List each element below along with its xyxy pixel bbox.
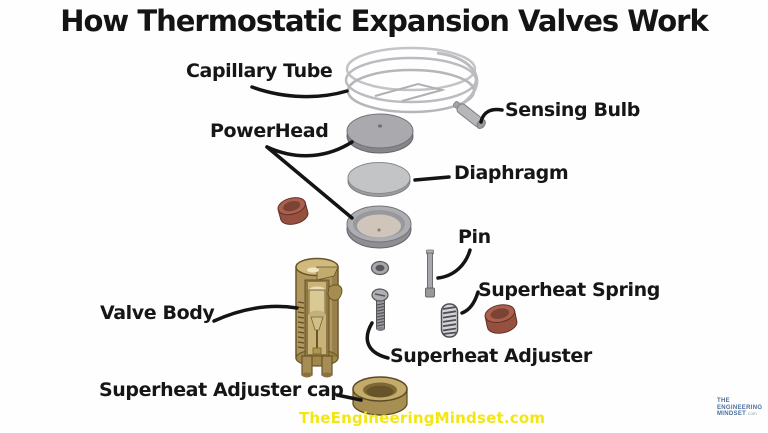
leader-capillary-tube bbox=[250, 85, 349, 99]
spindle-nut-drawing bbox=[370, 260, 390, 276]
watermark-text: TheEngineeringMindset.com bbox=[299, 409, 546, 427]
leader-adjuster-cap bbox=[335, 393, 363, 402]
leader-powerhead-top bbox=[265, 140, 354, 158]
leader-superheat-spring bbox=[460, 290, 480, 315]
label-sensing-bulb: Sensing Bulb bbox=[505, 99, 640, 121]
label-valve-body: Valve Body bbox=[100, 302, 215, 324]
leader-powerhead-bottom bbox=[265, 145, 354, 220]
brand-logo-suffix: .com bbox=[746, 411, 758, 416]
superheat-spring-drawing bbox=[440, 303, 459, 338]
label-superheat-adjuster-cap: Superheat Adjuster cap bbox=[99, 379, 344, 401]
capillary-tube-coil-drawing bbox=[344, 46, 479, 114]
powerhead-top-disc-drawing bbox=[346, 113, 414, 154]
diaphragm-disc-drawing bbox=[347, 162, 411, 197]
label-superheat-spring: Superheat Spring bbox=[478, 279, 660, 301]
sensing-bulb-drawing bbox=[453, 101, 486, 129]
brand-logo-line1: THE bbox=[717, 398, 730, 404]
superheat-adjuster-screw-drawing bbox=[371, 288, 389, 331]
label-capillary-tube: Capillary Tube bbox=[186, 60, 333, 82]
leader-sensing-bulb bbox=[479, 107, 504, 124]
leader-diaphragm bbox=[413, 175, 451, 182]
superheat-adjuster-cap-drawing bbox=[352, 376, 408, 416]
label-powerhead: PowerHead bbox=[210, 120, 329, 142]
label-diaphragm: Diaphragm bbox=[454, 162, 569, 184]
leader-valve-body bbox=[212, 304, 299, 323]
brand-logo: THE ENGINEERING MINDSET.com bbox=[717, 398, 767, 418]
powerhead-bottom-housing-drawing bbox=[346, 205, 412, 249]
label-superheat-adjuster: Superheat Adjuster bbox=[390, 345, 592, 367]
leader-pin bbox=[436, 248, 472, 280]
leader-superheat-adjuster bbox=[365, 321, 390, 360]
label-pin: Pin bbox=[458, 226, 491, 248]
valve-body-drawing bbox=[295, 257, 343, 378]
brand-logo-line3: MINDSET bbox=[717, 411, 747, 417]
brand-logo-line2: ENGINEERING bbox=[717, 404, 763, 411]
gland-nut-left-drawing bbox=[277, 197, 309, 225]
gland-nut-right-drawing bbox=[484, 304, 518, 334]
page-title: How Thermostatic Expansion Valves Work bbox=[60, 4, 709, 38]
pin-rod-drawing bbox=[425, 249, 435, 298]
